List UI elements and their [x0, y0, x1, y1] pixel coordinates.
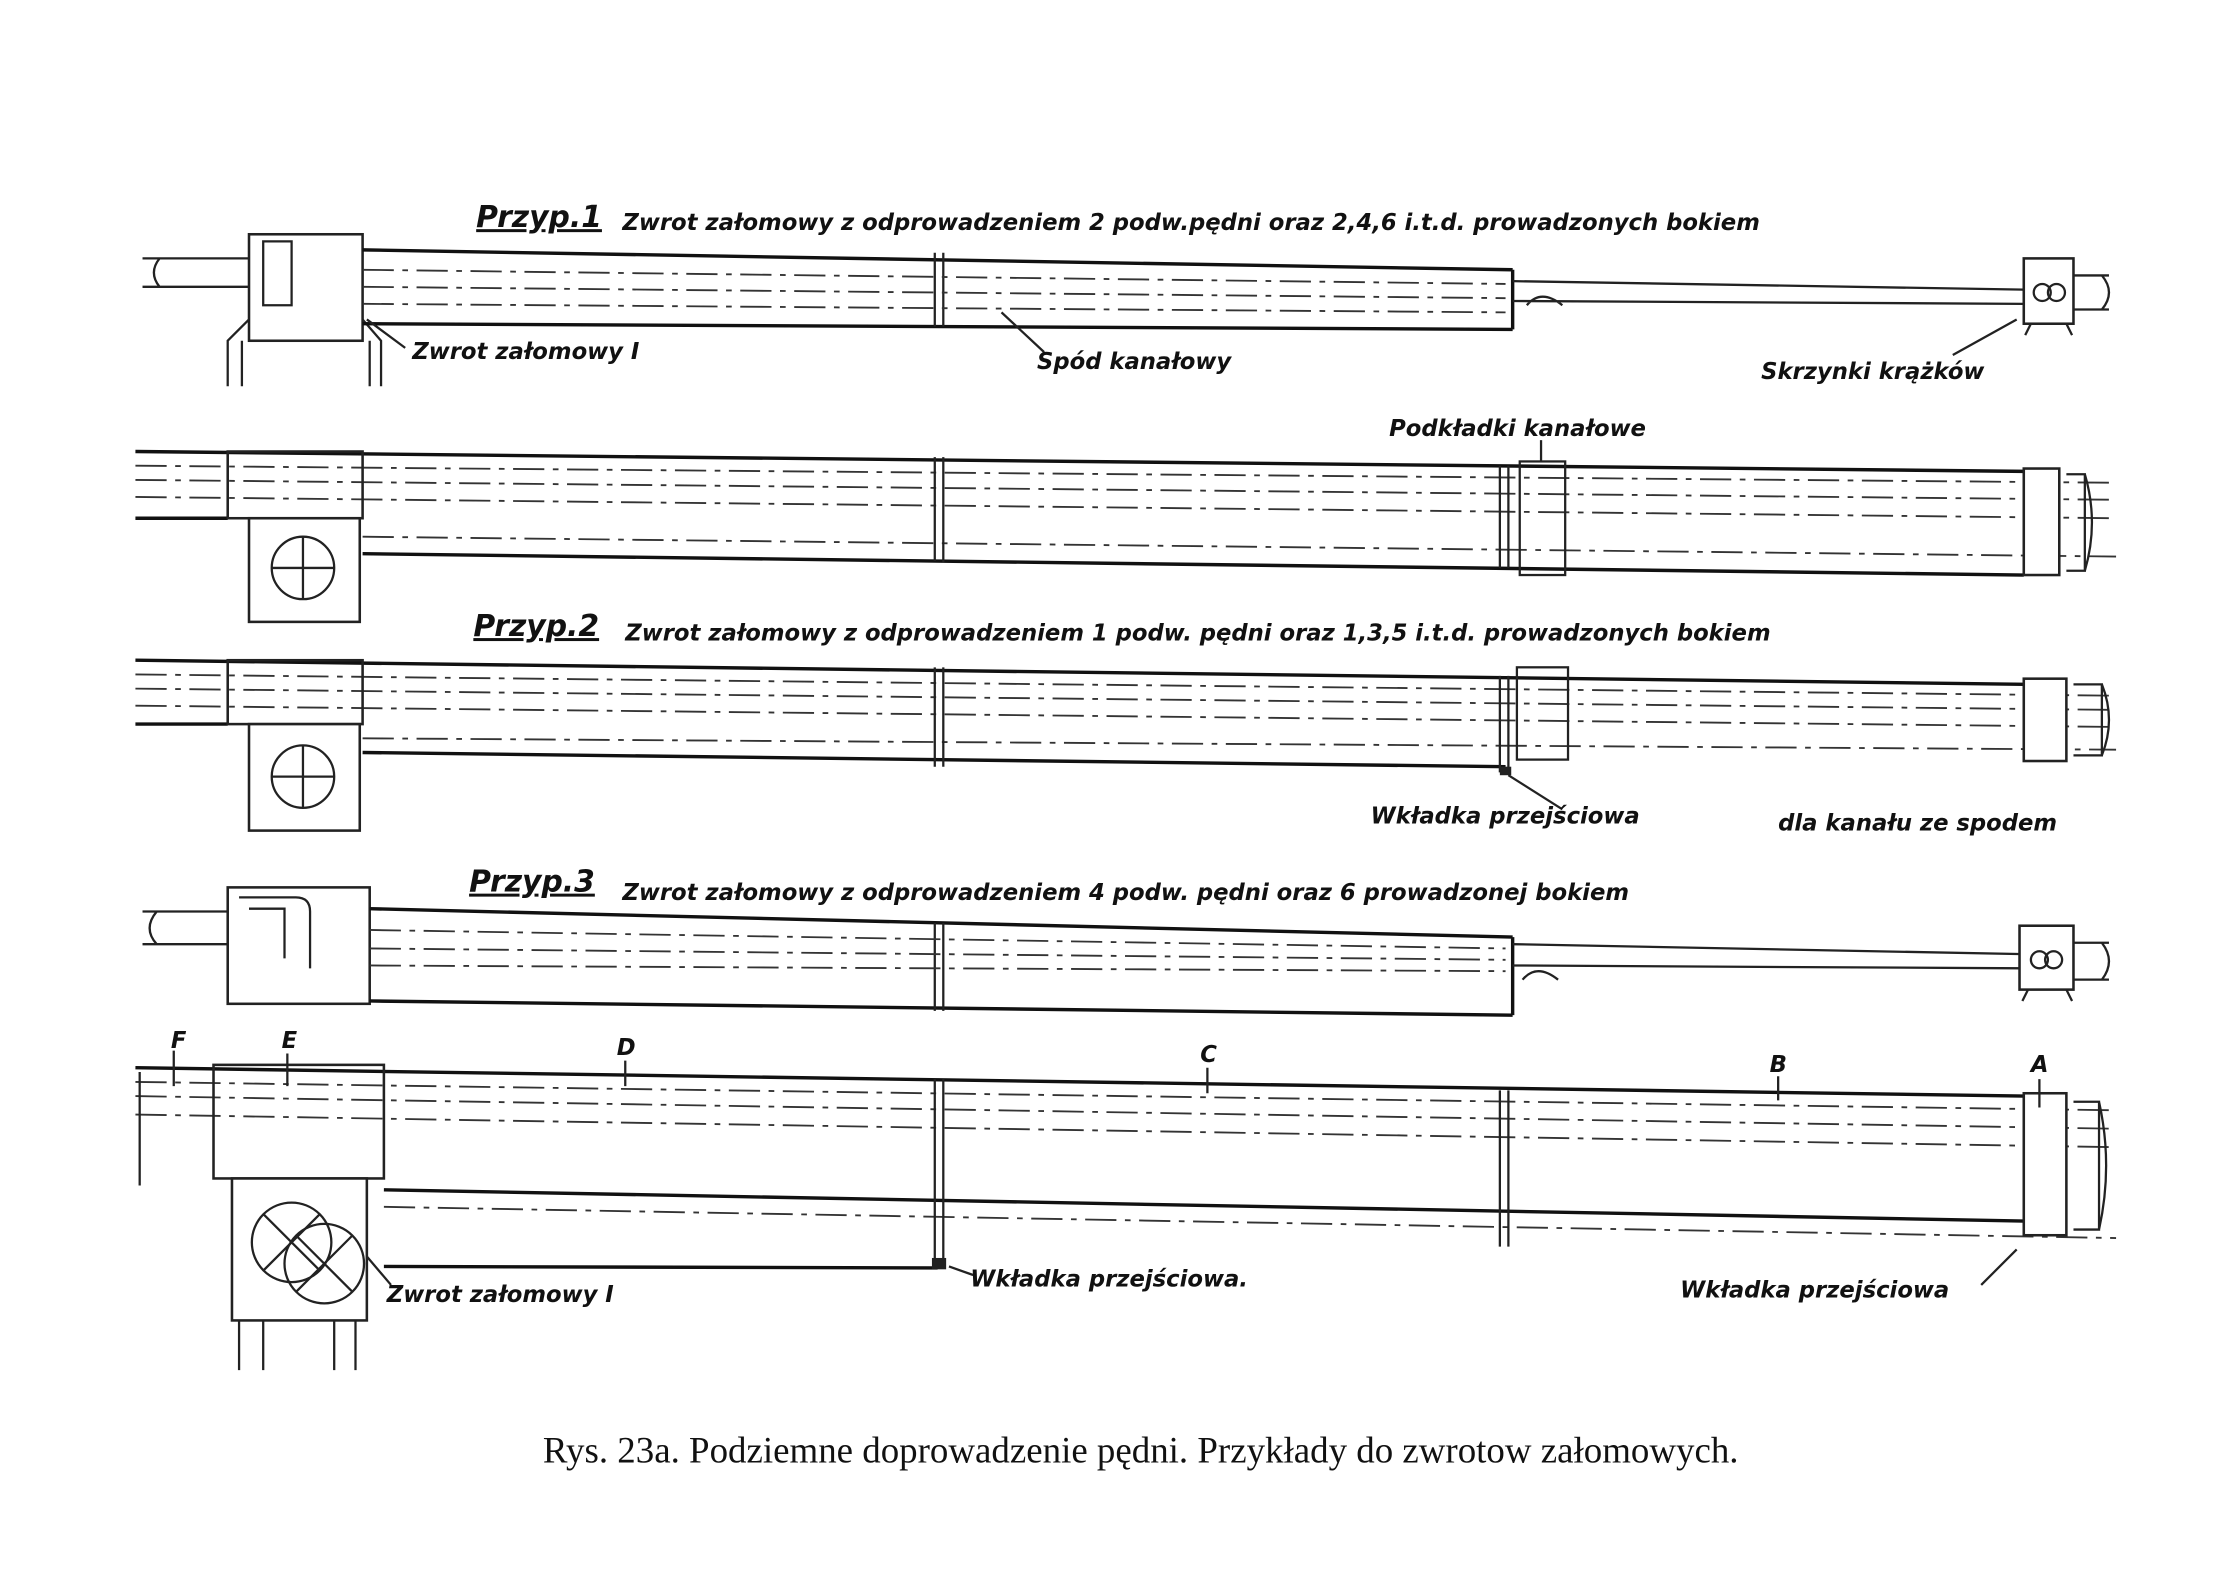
example-3-side-view — [142, 886, 2111, 1017]
label-zwrot-zalomowy-2: Zwrot załomowy I — [386, 1282, 614, 1308]
example-3-title: Przyp.3 — [469, 865, 595, 900]
point-label-c: C — [1200, 1042, 1217, 1068]
example-3-description: Zwrot załomowy z odprowadzeniem 4 podw. … — [621, 880, 1629, 906]
label-spod-kanalowy: Spód kanałowy — [1037, 349, 1232, 375]
example-2-description: Zwrot załomowy z odprowadzeniem 1 podw. … — [624, 620, 1770, 646]
example-1-side-view — [142, 232, 2111, 387]
point-label-a: A — [2029, 1052, 2049, 1078]
label-dla-kanalu-ze-spodem: dla kanału ze spodem — [1778, 811, 2057, 837]
figure-caption: Rys. 23a. Podziemne doprowadzenie pędni.… — [543, 1429, 1739, 1470]
example-2-plan-view — [135, 658, 2117, 832]
label-skrzynki-krazkow: Skrzynki krążków — [1761, 359, 1985, 385]
example-1-plan-view — [135, 440, 2117, 624]
example-2-title: Przyp.2 — [473, 609, 599, 644]
point-label-b: B — [1770, 1052, 1787, 1078]
label-wkladka-przejsciowa-2: Wkładka przejściowa. — [970, 1266, 1248, 1292]
label-wkladka-przejsciowa-1: Wkładka przejściowa — [1371, 803, 1640, 829]
point-label-d: D — [617, 1035, 636, 1061]
point-label-f: F — [171, 1028, 187, 1054]
example-3-plan-view — [135, 1050, 2117, 1371]
label-zwrot-zalomowy-1: Zwrot załomowy I — [411, 339, 639, 365]
label-podkladki-kanalowe: Podkładki kanałowe — [1389, 416, 1646, 442]
example-1-title: Przyp.1 — [476, 200, 602, 235]
label-wkladka-przejsciowa-3: Wkładka przejściowa — [1680, 1278, 1949, 1304]
example-1-description: Zwrot załomowy z odprowadzeniem 2 podw.p… — [621, 210, 1759, 236]
point-label-e: E — [282, 1028, 298, 1054]
